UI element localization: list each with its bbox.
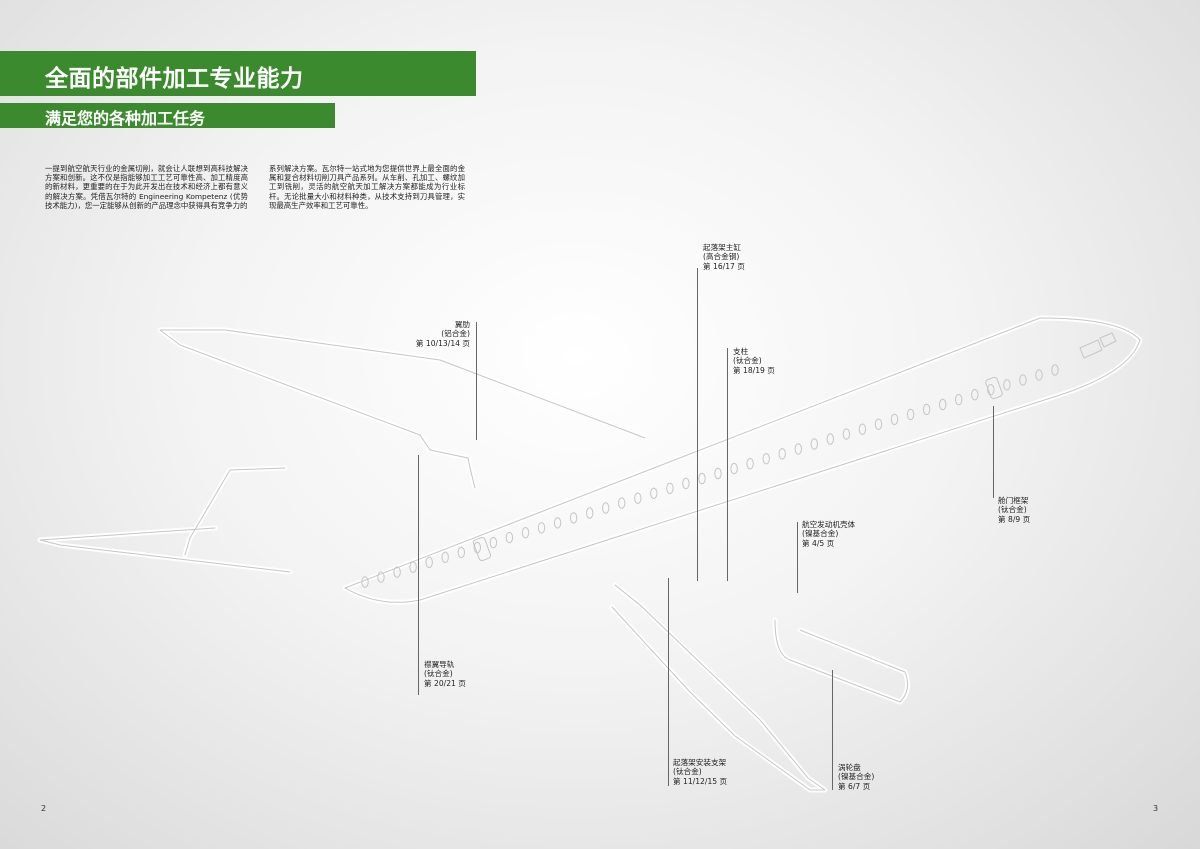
callout-pages: 第 20/21 页 <box>424 678 466 688</box>
cabin-window <box>810 438 818 450</box>
callout-flap-track: 襟翼导轨 (钛合金) 第 20/21 页 <box>424 660 466 688</box>
callout-name: 航空发动机壳体 <box>802 520 856 529</box>
cabin-window <box>858 423 867 435</box>
callout-material: (铝合金) <box>441 329 470 339</box>
cabin-window <box>377 571 385 583</box>
intro-text-right: 系列解决方案。瓦尔特一站式地为您提供世界上最全面的金属和复合材料切削刀具产品系列… <box>269 164 465 210</box>
callout-wing-rib: 翼肋 (铝合金) 第 10/13/14 页 <box>400 320 470 348</box>
callout-material: (镍基合金) <box>838 772 875 782</box>
cabin-window <box>762 453 770 465</box>
callout-pages: 第 16/17 页 <box>703 261 745 271</box>
cabin-window <box>586 507 594 519</box>
subtitle-band: 满足您的各种加工任务 <box>0 103 335 128</box>
airplane-outline <box>37 315 1143 793</box>
cabin-window <box>634 492 642 504</box>
cabin-window <box>778 448 786 460</box>
cabin-window <box>698 472 706 485</box>
page-title: 全面的部件加工专业能力 <box>45 66 304 92</box>
callout-pages: 第 8/9 页 <box>998 514 1031 524</box>
callout-material: (镍基合金) <box>802 529 839 539</box>
callout-material: (钛合金) <box>673 767 702 777</box>
cabin-window <box>890 413 899 425</box>
cabin-window <box>730 462 738 475</box>
cabin-window <box>618 497 626 509</box>
cabin-window <box>906 408 915 421</box>
cabin-window <box>1019 374 1027 386</box>
cabin-windows <box>361 364 1059 588</box>
cabin-window <box>425 556 433 568</box>
callout-material: (高合金钢) <box>703 252 740 262</box>
cabin-window <box>666 482 674 494</box>
callout-landing-gear-bracket: 起落架安装支架 (钛合金) 第 11/12/15 页 <box>673 758 727 786</box>
callout-name: 襟翼导轨 <box>424 660 455 669</box>
cabin-window <box>874 418 883 430</box>
callout-name: 起落架主缸 <box>703 243 741 252</box>
cabin-window <box>553 517 562 529</box>
callout-name: 涡轮盘 <box>838 763 861 772</box>
leader-line-wing-rib <box>476 322 477 440</box>
callout-pages: 第 10/13/14 页 <box>415 338 470 348</box>
cabin-window <box>746 458 754 470</box>
cabin-window <box>409 561 417 573</box>
cabin-window <box>682 477 690 490</box>
cabin-window <box>1035 369 1043 381</box>
callout-name: 翼肋 <box>454 320 470 329</box>
title-band: 全面的部件加工专业能力 <box>0 51 476 96</box>
callout-turbine-disc: 涡轮盘 (镍基合金) 第 6/7 页 <box>838 763 874 791</box>
callout-landing-gear-cylinder: 起落架主缸 (高合金钢) 第 16/17 页 <box>703 243 745 271</box>
callout-pages: 第 18/19 页 <box>733 365 775 375</box>
cabin-window <box>794 443 802 455</box>
leader-line-landing-gear-bracket <box>668 578 669 786</box>
page-number-right: 3 <box>1153 804 1159 813</box>
leader-line-door-frame <box>993 406 994 498</box>
cabin-window <box>650 487 658 499</box>
cabin-window <box>441 551 449 563</box>
callout-name: 起落架安装支架 <box>673 758 727 767</box>
cabin-window <box>987 384 995 396</box>
intro-text-left: 一提到航空航天行业的金属切削，就会让人联想到高科技解决方案和创新。这不仅是指能够… <box>45 164 248 210</box>
cabin-window <box>714 467 722 480</box>
cabin-window <box>939 398 947 411</box>
callout-material: (钛合金) <box>733 356 762 366</box>
cabin-window <box>489 536 498 549</box>
cabin-window <box>1003 379 1011 391</box>
callout-material: (钛合金) <box>998 505 1027 515</box>
leader-line-landing-gear-cylinder <box>697 268 698 581</box>
leader-line-turbine-disc <box>832 670 833 790</box>
leader-line-strut <box>727 348 728 581</box>
page-number-left: 2 <box>41 804 47 813</box>
callout-pages: 第 11/12/15 页 <box>673 776 728 786</box>
callout-pages: 第 4/5 页 <box>802 538 835 548</box>
cabin-window <box>537 522 546 534</box>
callout-name: 支柱 <box>733 347 749 356</box>
cabin-window <box>569 512 578 524</box>
cabin-window <box>955 393 963 406</box>
cabin-window <box>602 502 610 514</box>
cabin-window <box>505 531 514 544</box>
page-subtitle: 满足您的各种加工任务 <box>45 109 206 128</box>
callout-material: (钛合金) <box>424 669 453 679</box>
leader-line-engine-casing <box>797 522 798 593</box>
cabin-window <box>922 403 931 416</box>
callout-door-frame: 舱门框架 (钛合金) 第 8/9 页 <box>998 496 1030 524</box>
callout-engine-casing: 航空发动机壳体 (镍基合金) 第 4/5 页 <box>802 520 855 548</box>
callout-pages: 第 6/7 页 <box>838 781 871 791</box>
cabin-window <box>971 389 979 401</box>
leader-line-flap-track <box>418 455 419 695</box>
cabin-window <box>473 541 481 554</box>
cabin-window <box>1051 364 1059 376</box>
callout-strut: 支柱 (钛合金) 第 18/19 页 <box>733 347 775 375</box>
cabin-window <box>842 428 851 440</box>
airplane-inner-outline <box>39 317 1141 791</box>
cabin-window <box>457 546 465 559</box>
cabin-window <box>393 566 401 578</box>
cabin-window <box>521 527 530 539</box>
cabin-window <box>826 433 834 445</box>
cabin-window <box>361 576 369 588</box>
callout-name: 舱门框架 <box>998 496 1029 505</box>
